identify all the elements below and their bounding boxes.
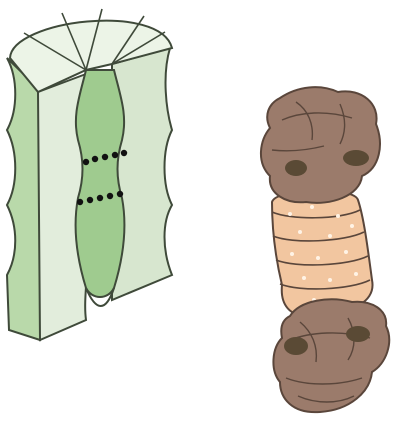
bottom-cap [273, 299, 389, 412]
core-body [272, 190, 372, 316]
left-side-face [7, 58, 40, 340]
right-panel [261, 87, 389, 412]
channel [76, 70, 125, 297]
top-cap [261, 87, 380, 203]
left-panel [7, 9, 172, 340]
